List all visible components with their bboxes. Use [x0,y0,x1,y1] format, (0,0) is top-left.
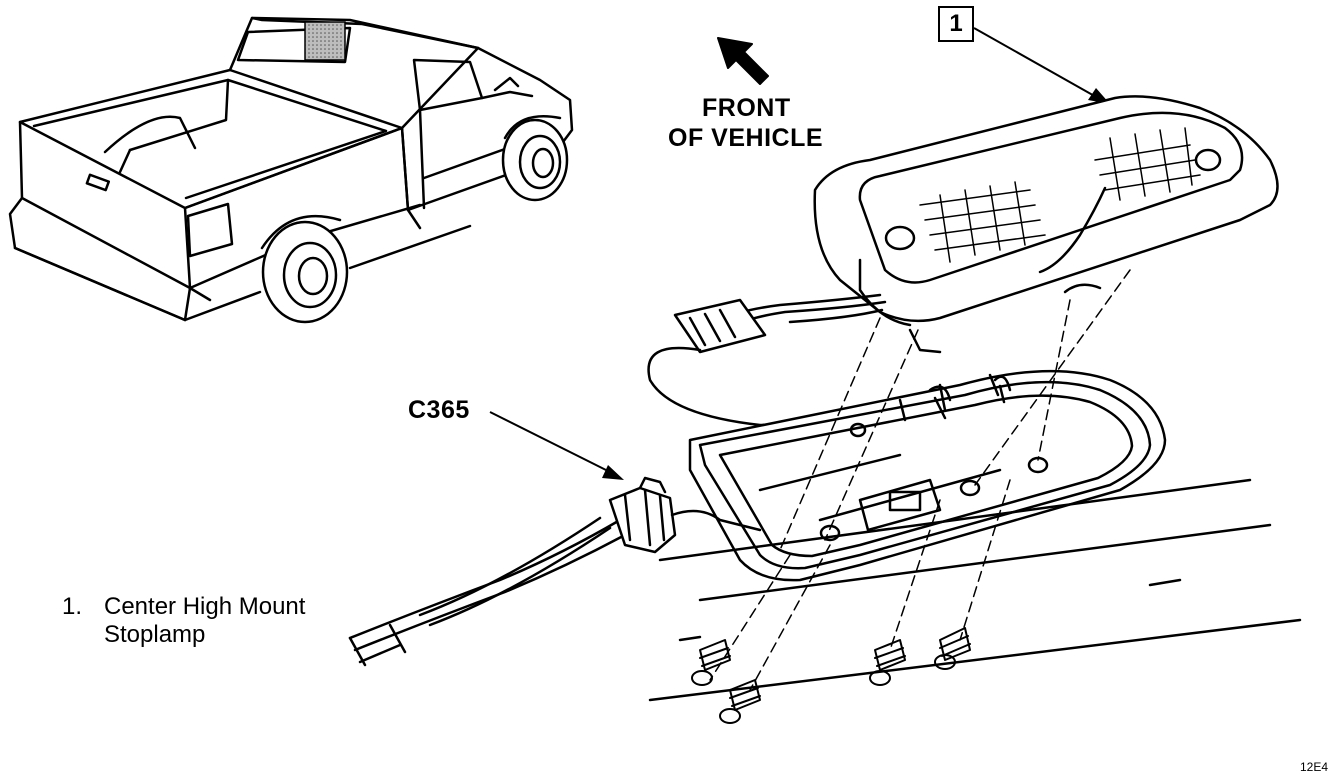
stoplamp-location-marker [304,21,346,61]
stoplamp-assembly [348,95,1302,724]
legend-number: 1. [62,593,83,620]
callout-number-box: 1 [938,6,974,42]
connector-label: C365 [408,396,470,424]
legend-line-1: Center High Mount [104,593,306,620]
legend-line-2: Stoplamp [104,621,206,648]
front-of-vehicle-arrow [717,37,769,85]
front-label: FRONT [702,94,791,122]
pickup-truck-drawing [8,16,574,324]
of-vehicle-label: OF VEHICLE [668,124,824,152]
connector-leader-line [489,411,624,480]
figure-code: 12E4 [1300,760,1329,774]
callout-leader-line [973,27,1110,104]
